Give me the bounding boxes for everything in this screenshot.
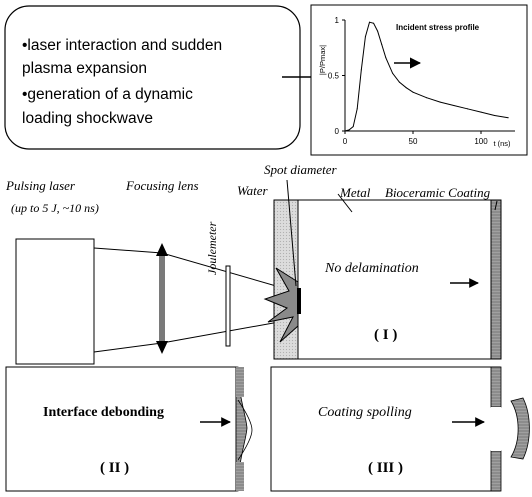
case-2-panel <box>5 366 237 492</box>
water-label: Water <box>237 183 269 198</box>
joulemeter-plate <box>225 265 231 347</box>
pulsing-laser-label-line1: Pulsing laser <box>5 178 76 193</box>
bioceramic-coating-label: Bioceramic Coating <box>385 185 491 200</box>
y-tick-label: 1 <box>335 16 340 25</box>
callout-bullet2-line2: loading shockwave <box>22 110 153 127</box>
stress-profile-line <box>344 21 509 132</box>
stress-profile-chart: |P/Pmax| t (ns) Incident stress profile … <box>310 4 528 156</box>
no-delamination-label: No delamination <box>324 261 419 276</box>
metal-leader <box>337 193 353 213</box>
data-point <box>412 91 414 93</box>
pulsing-laser-label-line2: (up to 5 J, ~10 ns) <box>11 201 99 215</box>
data-point <box>352 126 354 128</box>
data-point <box>439 101 441 103</box>
case-3-label: ( III ) <box>368 460 403 476</box>
beam-upper <box>93 247 163 254</box>
case-1-label: ( I ) <box>374 327 397 343</box>
callout-box: •laser interaction and sudden plasma exp… <box>4 5 301 150</box>
data-point <box>385 57 387 59</box>
case-2-coating-bottom <box>236 462 244 491</box>
data-point <box>453 105 455 106</box>
data-point <box>356 108 358 110</box>
spot-diameter-label: Spot diameter <box>264 162 338 177</box>
data-point <box>369 21 370 23</box>
case-3-panel <box>270 366 501 492</box>
data-point <box>344 130 346 132</box>
x-tick-label: 100 <box>474 137 488 146</box>
coating-leader <box>494 200 498 211</box>
y-tick-label: 0 <box>335 127 340 136</box>
case-3-coating-bottom <box>490 450 502 492</box>
data-point <box>507 117 509 119</box>
y-tick-label: 0.5 <box>328 72 340 81</box>
coating-layer-case1 <box>490 199 502 360</box>
spot-mark <box>297 288 301 314</box>
x-tick-label: 50 <box>409 137 418 146</box>
case-3-spalled-fragment <box>510 397 530 460</box>
case-2-label: ( II ) <box>100 460 129 476</box>
data-point <box>392 72 394 74</box>
data-point <box>405 87 407 89</box>
data-point <box>348 129 350 131</box>
data-point <box>381 43 383 45</box>
data-point <box>480 111 482 113</box>
callout-bullet1-line2: plasma expansion <box>22 60 147 77</box>
svg-text:•laser interaction and sudden: •laser interaction and sudden plasma exp… <box>22 37 226 127</box>
case-2-coating-top <box>236 367 244 397</box>
plasma-burst <box>263 267 299 343</box>
coating-spalling-label: Coating spolling <box>318 405 412 420</box>
data-point <box>377 30 379 32</box>
case-3-coating-top <box>490 366 502 408</box>
data-point <box>373 22 375 24</box>
data-point <box>360 69 362 71</box>
case-3-spall-gap <box>491 407 501 451</box>
data-point <box>426 97 428 99</box>
spot-diameter-leader <box>286 179 297 287</box>
data-point <box>398 81 400 83</box>
focusing-lens <box>156 243 168 354</box>
callout-frame <box>4 5 301 150</box>
interface-debonding-label: Interface debonding <box>43 405 164 420</box>
laser-source <box>15 238 95 365</box>
chart-y-label: |P/Pmax| <box>318 45 327 75</box>
callout-bullet2-line1: •generation of a dynamic <box>22 86 193 103</box>
chart-ticks: 0 50 100 0 0.5 1 <box>328 16 488 146</box>
metal-label: Metal <box>339 185 371 200</box>
x-tick-label: 0 <box>343 137 348 146</box>
chart-title: Incident stress profile <box>396 23 480 32</box>
focusing-lens-label: Focusing lens <box>125 178 199 193</box>
case-2-bulge-edge <box>237 399 253 461</box>
callout-bullet1-line1: •laser interaction and sudden <box>22 37 222 54</box>
stress-profile-points <box>344 21 509 132</box>
metal-target <box>297 199 492 360</box>
joulemeter-label: Joulemeter <box>205 221 219 275</box>
data-point <box>466 108 468 110</box>
beam-lower <box>93 342 163 353</box>
chart-x-label: t (ns) <box>493 139 511 148</box>
data-point <box>364 36 366 38</box>
data-point <box>494 115 496 116</box>
